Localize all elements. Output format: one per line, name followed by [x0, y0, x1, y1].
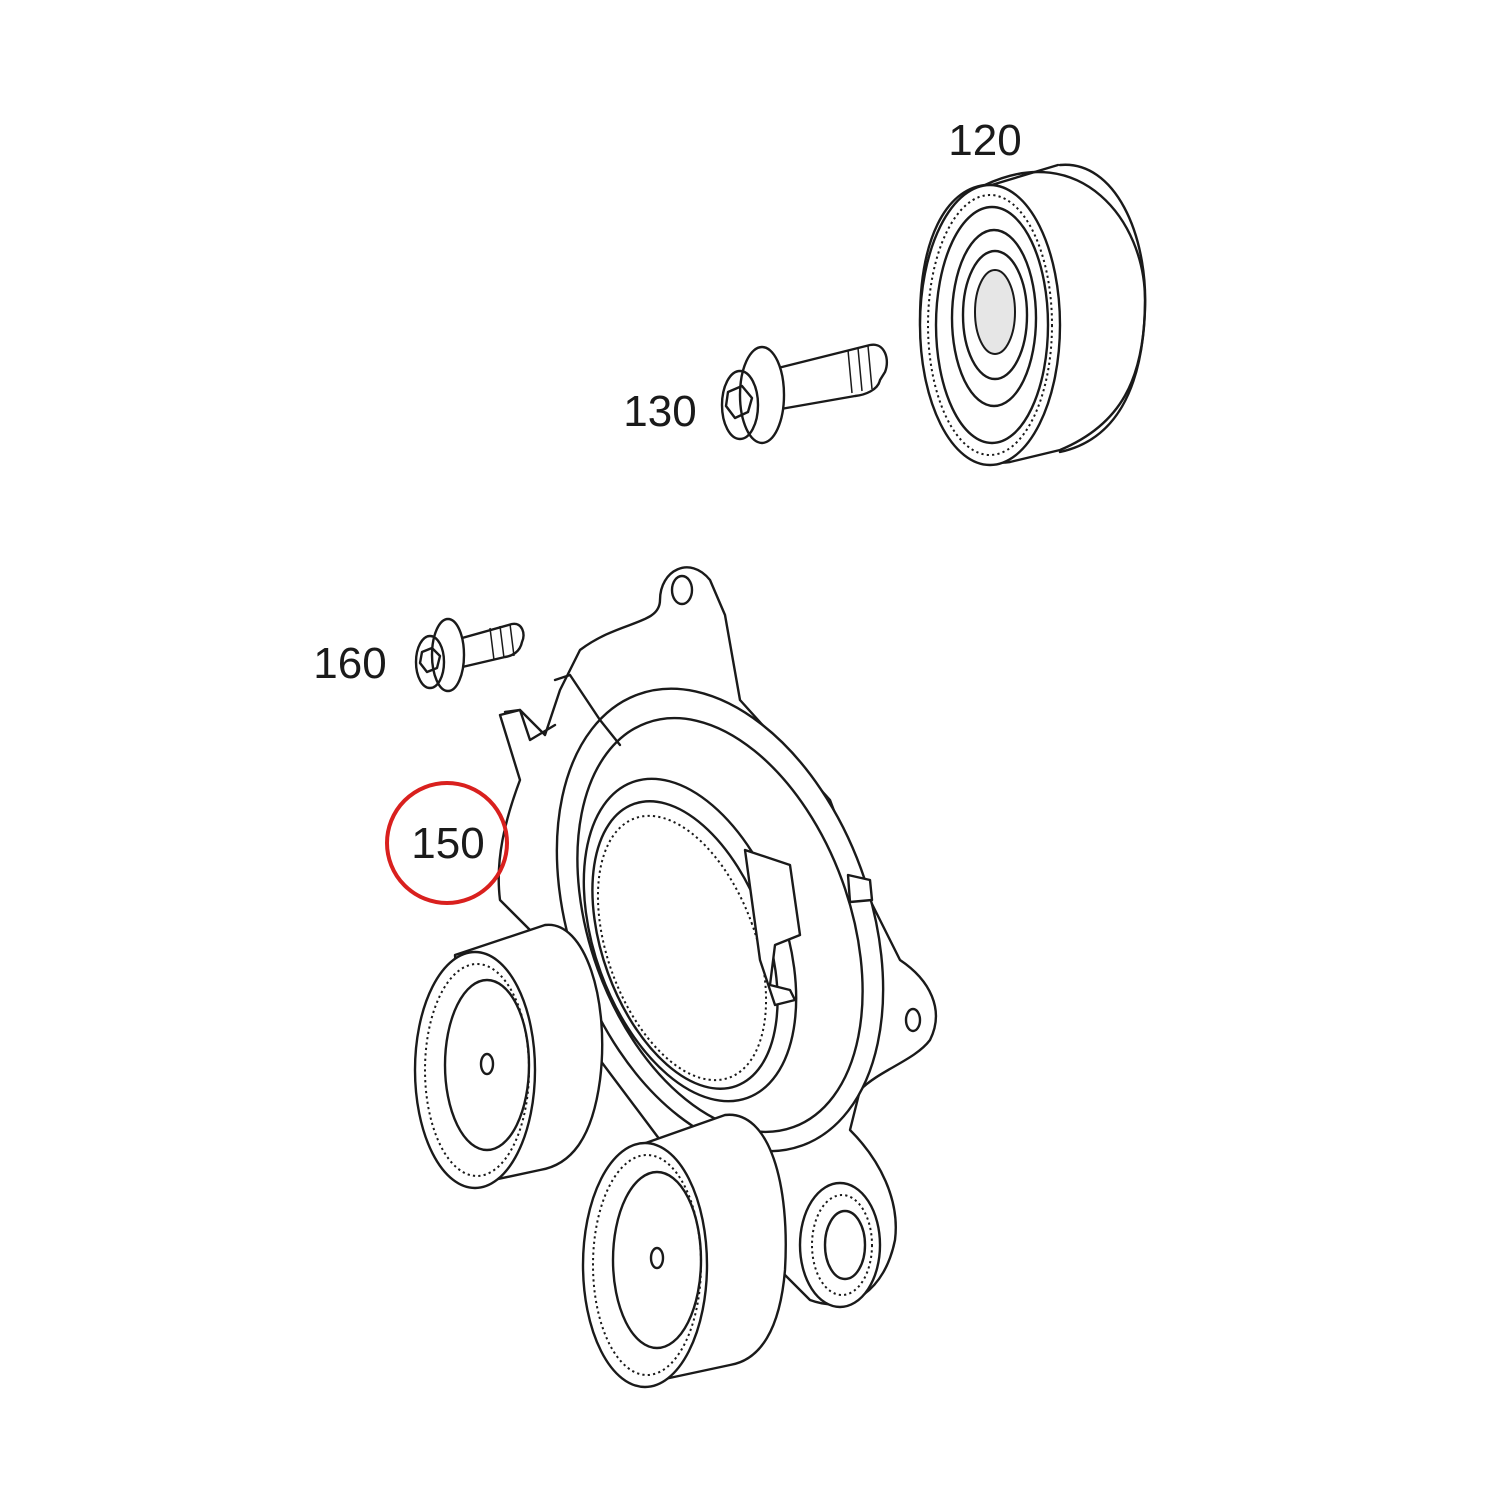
- part-150-tensioner-assembly[interactable]: [413, 566, 943, 1389]
- part-130-bolt[interactable]: [720, 343, 889, 445]
- callout-150-highlight[interactable]: 150: [385, 781, 509, 905]
- label-150[interactable]: 150: [411, 819, 484, 868]
- highlight-circle: [385, 781, 509, 905]
- part-160-bolt[interactable]: [414, 617, 525, 693]
- label-160[interactable]: 160: [313, 639, 386, 688]
- label-120[interactable]: 120: [948, 116, 1021, 165]
- part-120-idler-pulley[interactable]: [918, 163, 1147, 467]
- label-130[interactable]: 130: [623, 387, 696, 436]
